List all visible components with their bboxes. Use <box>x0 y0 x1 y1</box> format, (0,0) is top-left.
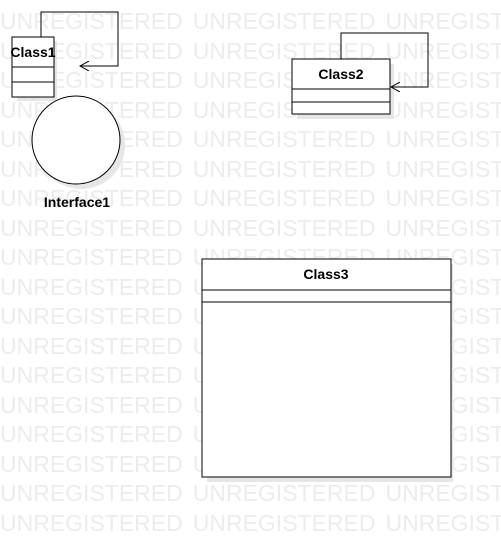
class-box-class2[interactable]: Class2 <box>292 59 394 119</box>
class1-name: Class1 <box>10 44 55 60</box>
diagram-canvas: Class1 Interface1 Class2 Class3 <box>0 0 501 527</box>
class3-box <box>202 259 451 477</box>
class3-name: Class3 <box>303 266 348 282</box>
interface1-circle <box>32 96 120 184</box>
class2-name: Class2 <box>318 66 363 82</box>
interface-interface1[interactable]: Interface1 <box>32 96 125 210</box>
class-box-class3[interactable]: Class3 <box>202 259 453 482</box>
interface1-name: Interface1 <box>44 194 110 210</box>
class-box-class1[interactable]: Class1 <box>10 37 57 101</box>
